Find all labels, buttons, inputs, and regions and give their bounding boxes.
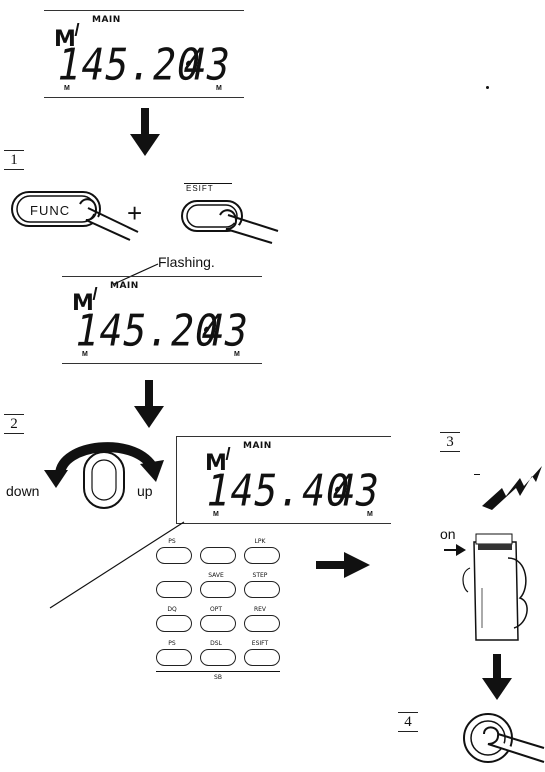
lcd-display-initial: M MAIN 145.20 43 M M [44, 10, 244, 98]
keypad-button[interactable] [156, 547, 192, 564]
flashing-leader-line [113, 263, 159, 285]
keypad-button[interactable] [200, 581, 236, 598]
key-label: DSL [210, 640, 222, 647]
sub-indicator-right: M [367, 511, 373, 518]
channel-readout: 43 [328, 465, 383, 516]
lcd-display-updated: M MAIN 145.40 43 M M [176, 436, 391, 524]
dial-down-label: down [6, 483, 40, 499]
key-label: ESIFT [251, 640, 269, 647]
plus-sign: + [127, 198, 143, 228]
step-number-3: 3 [440, 432, 460, 452]
sub-indicator-left: M [82, 351, 88, 358]
keypad-button[interactable] [156, 649, 192, 666]
tuning-dial-icon[interactable] [40, 430, 170, 514]
arrow-down-icon [130, 108, 160, 156]
second-button-press-illustration[interactable] [180, 195, 280, 245]
keypad-button[interactable] [156, 581, 192, 598]
keypad-button[interactable] [200, 547, 236, 564]
key-label: DQ [167, 606, 177, 613]
key-label: LPK [254, 538, 266, 545]
keypad-button[interactable] [156, 615, 192, 632]
keypad-button[interactable] [200, 615, 236, 632]
arrow-down-icon [134, 380, 164, 428]
channel-readout: 43 [179, 39, 234, 90]
sub-indicator-left: M [64, 85, 70, 92]
memory-bar [225, 447, 231, 460]
func-button-press-illustration [11, 191, 139, 241]
keypad-button[interactable] [244, 581, 280, 598]
keypad-button[interactable] [200, 649, 236, 666]
step-number-4: 4 [398, 712, 418, 732]
switch-on-label: on [440, 526, 456, 542]
keypad-bottom-rule [156, 671, 280, 672]
keypad-button[interactable] [244, 547, 280, 564]
key-label: OPT [209, 606, 222, 613]
sub-indicator-right: M [234, 351, 240, 358]
handheld-radio-illustration[interactable] [458, 528, 538, 648]
press-button-illustration[interactable] [458, 704, 545, 768]
step-number-1: 1 [4, 150, 24, 170]
key-label: PS [168, 640, 176, 647]
switch-pointer-arrow [444, 544, 466, 556]
memory-bar [74, 23, 80, 36]
second-key-label-line [184, 183, 232, 184]
arrow-down-icon [482, 654, 512, 700]
keypad: PS LPK SAVE STEP DQ OPT REV PS DSL ESIFT… [150, 538, 285, 688]
key-label: PS [168, 538, 176, 545]
channel-readout: 43 [197, 305, 252, 356]
band-label: MAIN [92, 15, 121, 25]
memory-indicator: M [72, 291, 94, 316]
key-label: REV [253, 606, 267, 613]
flashing-note: Flashing. [158, 254, 215, 270]
memory-indicator: M [205, 451, 227, 476]
key-label: SAVE [208, 572, 224, 579]
step-number-2: 2 [4, 414, 24, 434]
keypad-bottom-label: SB [214, 674, 222, 681]
second-key-label: ESIFT [186, 184, 214, 193]
key-label: STEP [252, 572, 268, 579]
arrow-right-icon [316, 552, 370, 578]
band-label: MAIN [243, 441, 272, 451]
transmit-signal-icon [482, 466, 542, 510]
connector-line [49, 521, 185, 609]
keypad-button[interactable] [244, 649, 280, 666]
lcd-display-flashing: M MAIN 145.20 43 M M [62, 276, 262, 364]
func-key-label[interactable]: FUNC [30, 203, 71, 218]
sub-indicator-left: M [213, 511, 219, 518]
dial-up-label: up [137, 483, 153, 499]
dot-mark [486, 86, 489, 89]
keypad-button[interactable] [244, 615, 280, 632]
memory-indicator: M [54, 27, 76, 52]
sub-indicator-right: M [216, 85, 222, 92]
band-label: MAIN [110, 281, 139, 291]
memory-bar [92, 287, 98, 300]
dash-mark [474, 474, 480, 475]
